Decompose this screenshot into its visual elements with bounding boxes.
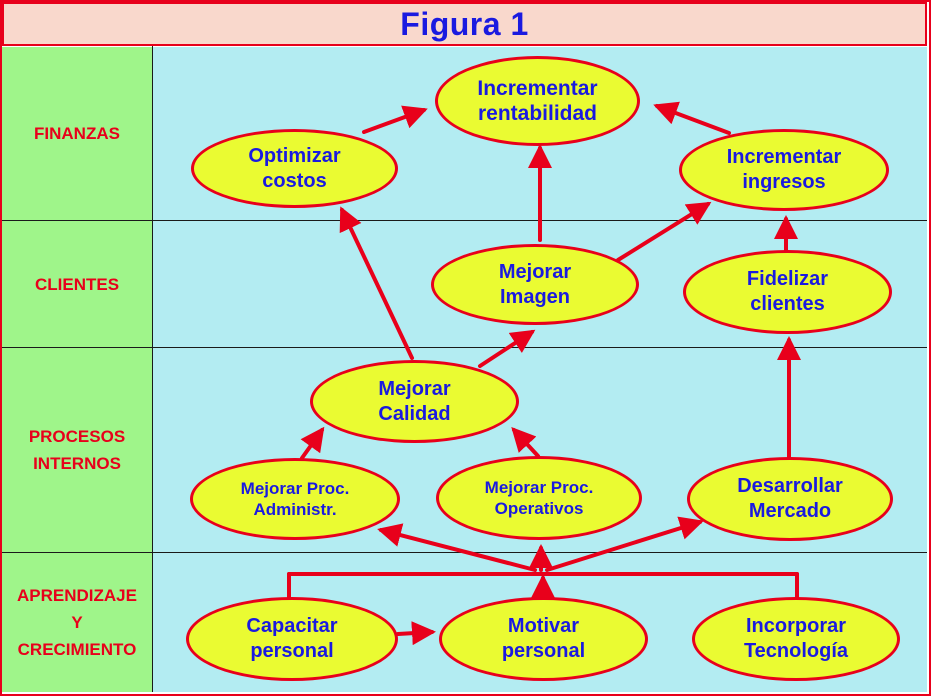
node-capacitar-personal: Capacitar personal [186,597,398,681]
node-label: Mejorar Proc. Administr. [240,479,350,519]
arrow-calidad-to-imagen [478,329,536,368]
column-divider [152,46,153,692]
arrow-imagen-to-ingresos [616,201,712,262]
node-label: Optimizar costos [248,144,341,192]
node-fidelizar-clientes: Fidelizar clientes [683,250,892,334]
perspective-label-text: FINANZAS [34,124,120,143]
node-label: Desarrollar Mercado [737,475,843,522]
node-optimizar-costos: Optimizar costos [191,129,398,208]
arrow-capacitar-to-motivar [396,621,436,646]
node-mejorar-imagen: Mejorar Imagen [431,244,639,325]
lane-divider [2,347,927,348]
arrow-operativos-to-calidad [511,427,540,458]
perspective-label-text: APRENDIZAJE Y CRECIMIENTO [17,586,137,659]
node-label: Incrementar rentabilidad [477,77,598,125]
node-label: Fidelizar clientes [746,268,829,315]
arrow-hub-to-administr [377,523,537,572]
node-desarrollar-mercado: Desarrollar Mercado [687,457,893,541]
diagram-title: Figura 1 [400,5,529,42]
perspective-label-procesos: PROCESOS INTERNOS [2,348,152,552]
node-mejorar-calidad: Mejorar Calidad [310,360,519,443]
perspective-label-clientes: CLIENTES [2,221,152,347]
node-label: Mejorar Proc. Operativos [484,478,594,518]
node-label: Incrementar ingresos [726,146,842,193]
arrow-hub-to-desarrollar [545,516,704,572]
perspective-label-text: CLIENTES [34,274,120,294]
node-label: Mejorar Calidad [378,377,451,425]
node-label: Mejorar Imagen [498,260,572,308]
node-label: Incorporar Tecnología [743,615,849,662]
arrow-administr-to-calidad [300,426,325,460]
node-mejorar-proc-operativos: Mejorar Proc. Operativos [436,456,642,540]
title-bar: Figura 1 [2,2,927,46]
node-incorporar-tecnologia: Incorporar Tecnología [692,597,900,681]
arrow-optimizar-to-rentabilidad [362,105,428,134]
perspective-label-text: PROCESOS INTERNOS [28,427,126,473]
node-incrementar-rentabilidad: Incrementar rentabilidad [435,56,640,146]
node-motivar-personal: Motivar personal [439,597,648,681]
arrow-calidad-to-optimizar [339,206,414,360]
node-label: Capacitar personal [246,615,338,662]
perspective-label-finanzas: FINANZAS [2,47,152,220]
node-label: Motivar personal [501,615,586,662]
arrow-ingresos-to-rentabilidad [653,101,731,135]
node-incrementar-ingresos: Incrementar ingresos [679,129,889,211]
node-mejorar-proc-administr: Mejorar Proc. Administr. [190,458,400,540]
lane-divider [2,220,927,221]
perspective-label-aprendizaje: APRENDIZAJE Y CRECIMIENTO [2,553,152,692]
